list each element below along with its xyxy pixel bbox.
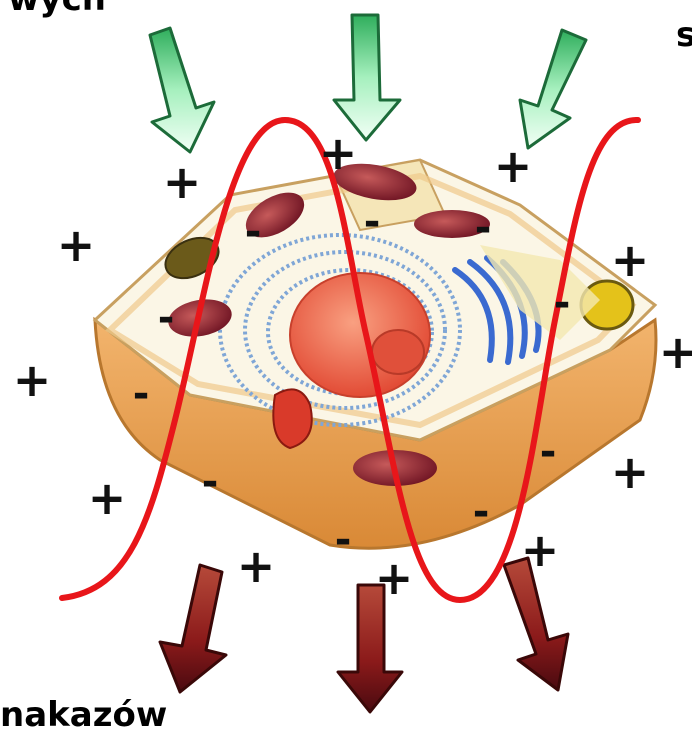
negative-charge: - xyxy=(475,208,492,248)
outgoing-arrows xyxy=(160,558,568,712)
green-down-arrow-icon xyxy=(150,28,214,152)
negative-charge: - xyxy=(473,492,490,532)
negative-charge: - xyxy=(202,462,219,502)
positive-charge: + xyxy=(611,237,650,283)
negative-charge: - xyxy=(158,298,175,338)
incoming-arrows xyxy=(150,15,586,152)
dark-red-down-arrow-icon xyxy=(160,565,226,692)
positive-charge: + xyxy=(163,159,202,205)
cropped-heading-top-left: wych xyxy=(8,0,106,16)
nucleolus xyxy=(372,330,424,374)
positive-charge: + xyxy=(494,143,533,189)
green-down-arrow-icon xyxy=(520,30,586,148)
negative-charge: - xyxy=(133,374,150,414)
positive-charge: + xyxy=(521,527,560,573)
negative-charge: - xyxy=(554,283,571,323)
negative-charge: - xyxy=(245,212,262,252)
positive-charge: + xyxy=(88,475,127,521)
positive-charge: + xyxy=(13,357,52,403)
green-down-arrow-icon xyxy=(334,15,400,140)
cropped-caption-bottom-left: nakazów xyxy=(0,698,167,732)
negative-charge: - xyxy=(335,520,352,560)
cell-diagram: wych s nakazów + + + + + + + + + + + + -… xyxy=(0,0,692,720)
negative-charge: - xyxy=(540,432,557,472)
positive-charge: + xyxy=(57,222,96,268)
positive-charge: + xyxy=(237,543,276,589)
positive-charge: + xyxy=(319,130,358,176)
cell-illustration xyxy=(0,0,692,720)
positive-charge: + xyxy=(375,555,414,601)
positive-charge: + xyxy=(659,329,692,375)
negative-charge: - xyxy=(364,202,381,242)
cropped-heading-top-right: s xyxy=(676,18,692,52)
red-organelle xyxy=(273,389,311,448)
dark-red-down-arrow-icon xyxy=(504,558,568,690)
positive-charge: + xyxy=(611,449,650,495)
